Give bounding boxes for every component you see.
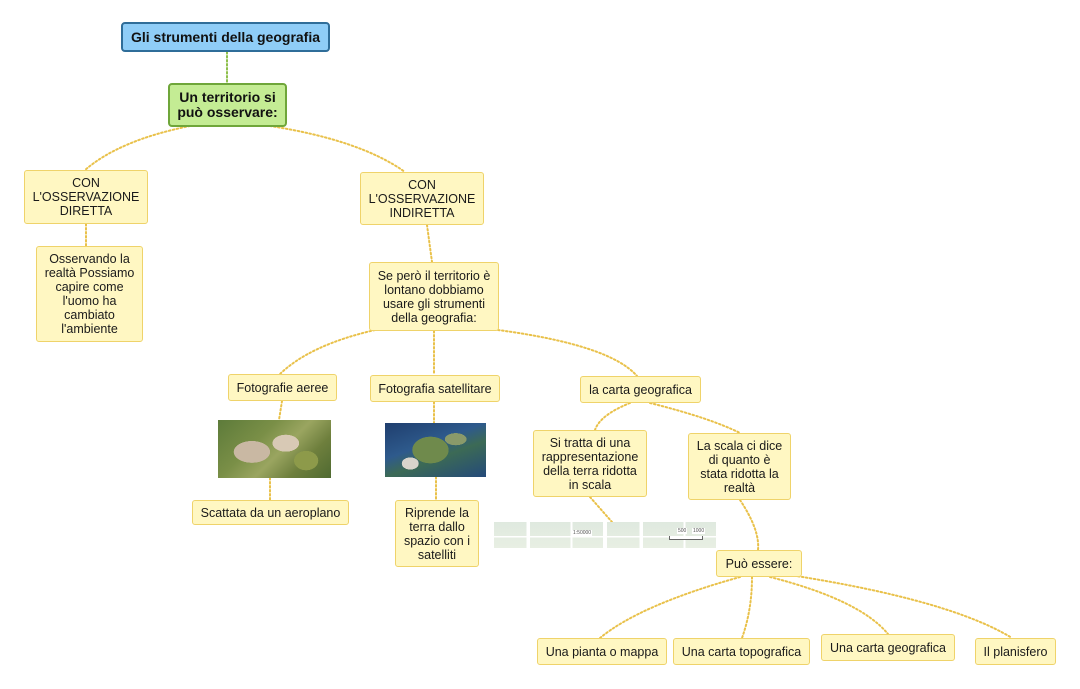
can-be-text: Può essere: [725, 556, 793, 571]
link-detail-aerial [279, 329, 376, 375]
satellite-photo-label: Fotografia satellitare [378, 381, 492, 396]
link-indirect-detail [426, 224, 433, 263]
map-type-planisfero-text: Il planisfero [983, 644, 1048, 659]
link-canbe-pianta [599, 576, 741, 639]
scale-map-image-1: 1:50000 [494, 522, 603, 548]
aerial-photo-caption-text: Scattata da un aeroplano [200, 505, 341, 520]
link-root-indirect [269, 125, 406, 173]
root-node-text: Un territorio si può osservare: [177, 89, 278, 120]
aerial-photo-node[interactable]: Fotografie aeree [228, 374, 337, 401]
map-type-pianta[interactable]: Una pianta o mappa [537, 638, 667, 665]
geographic-map-node[interactable]: la carta geografica [580, 376, 701, 403]
link-canbe-geografica [769, 576, 889, 635]
indirect-observation-detail[interactable]: Se però il territorio è lontano dobbiamo… [369, 262, 499, 331]
link-map-representation [594, 402, 631, 431]
map-type-topografica[interactable]: Una carta topografica [673, 638, 810, 665]
map-representation-node[interactable]: Si tratta di una rappresentazione della … [533, 430, 647, 497]
aerial-photo-caption[interactable]: Scattata da un aeroplano [192, 500, 349, 525]
aerial-photo-image [218, 420, 331, 478]
direct-observation-text: CON L'OSSERVAZIONE DIRETTA [32, 176, 140, 218]
link-canbe-topografica [741, 576, 753, 639]
map-type-pianta-text: Una pianta o mappa [545, 644, 659, 659]
page-title[interactable]: Gli strumenti della geografia [121, 22, 330, 52]
link-canbe-planisfero [789, 574, 1013, 639]
link-root-direct [84, 125, 191, 171]
direct-observation-detail[interactable]: Osservando la realtà Possiamo capire com… [36, 246, 143, 342]
link-detail-map [497, 329, 638, 377]
scale-map-1-label: 1:50000 [572, 530, 593, 536]
satellite-photo-caption[interactable]: Riprende la terra dallo spazio con i sat… [395, 500, 479, 567]
map-type-geografica-text: Una carta geografica [829, 640, 947, 655]
link-map-scale [649, 402, 741, 434]
map-type-planisfero[interactable]: Il planisfero [975, 638, 1056, 665]
indirect-observation-text: CON L'OSSERVAZIONE INDIRETTA [368, 177, 476, 220]
link-representation-maps [589, 496, 613, 523]
scale-map-2-label-b: 1000 [692, 528, 706, 534]
can-be-node[interactable]: Può essere: [716, 550, 802, 577]
satellite-photo-caption-text: Riprende la terra dallo spazio con i sat… [403, 505, 470, 562]
page-title-text: Gli strumenti della geografia [130, 29, 321, 45]
indirect-observation-node[interactable]: CON L'OSSERVAZIONE INDIRETTA [360, 172, 484, 225]
aerial-photo-label: Fotografie aeree [236, 380, 329, 395]
direct-observation-node[interactable]: CON L'OSSERVAZIONE DIRETTA [24, 170, 148, 224]
map-representation-text: Si tratta di una rappresentazione della … [541, 435, 639, 492]
map-scale-node[interactable]: La scala ci dice di quanto è stata ridot… [688, 433, 791, 500]
scale-map-2-label-a: 500 [677, 528, 688, 534]
geographic-map-label: la carta geografica [589, 382, 692, 397]
direct-observation-detail-text: Osservando la realtà Possiamo capire com… [44, 252, 135, 336]
root-node[interactable]: Un territorio si può osservare: [168, 83, 287, 127]
satellite-photo-node[interactable]: Fotografia satellitare [370, 375, 500, 402]
indirect-observation-detail-text: Se però il territorio è lontano dobbiamo… [377, 268, 491, 325]
link-aerial-photo [278, 400, 283, 421]
map-type-topografica-text: Una carta topografica [681, 644, 802, 659]
map-scale-text: La scala ci dice di quanto è stata ridot… [696, 438, 783, 495]
scale-map-image-2: 500 1000 [607, 522, 716, 548]
map-type-geografica[interactable]: Una carta geografica [821, 634, 955, 661]
satellite-photo-image [385, 423, 486, 477]
link-scale-canbe [739, 499, 760, 551]
scale-bar-graphic [669, 536, 703, 540]
